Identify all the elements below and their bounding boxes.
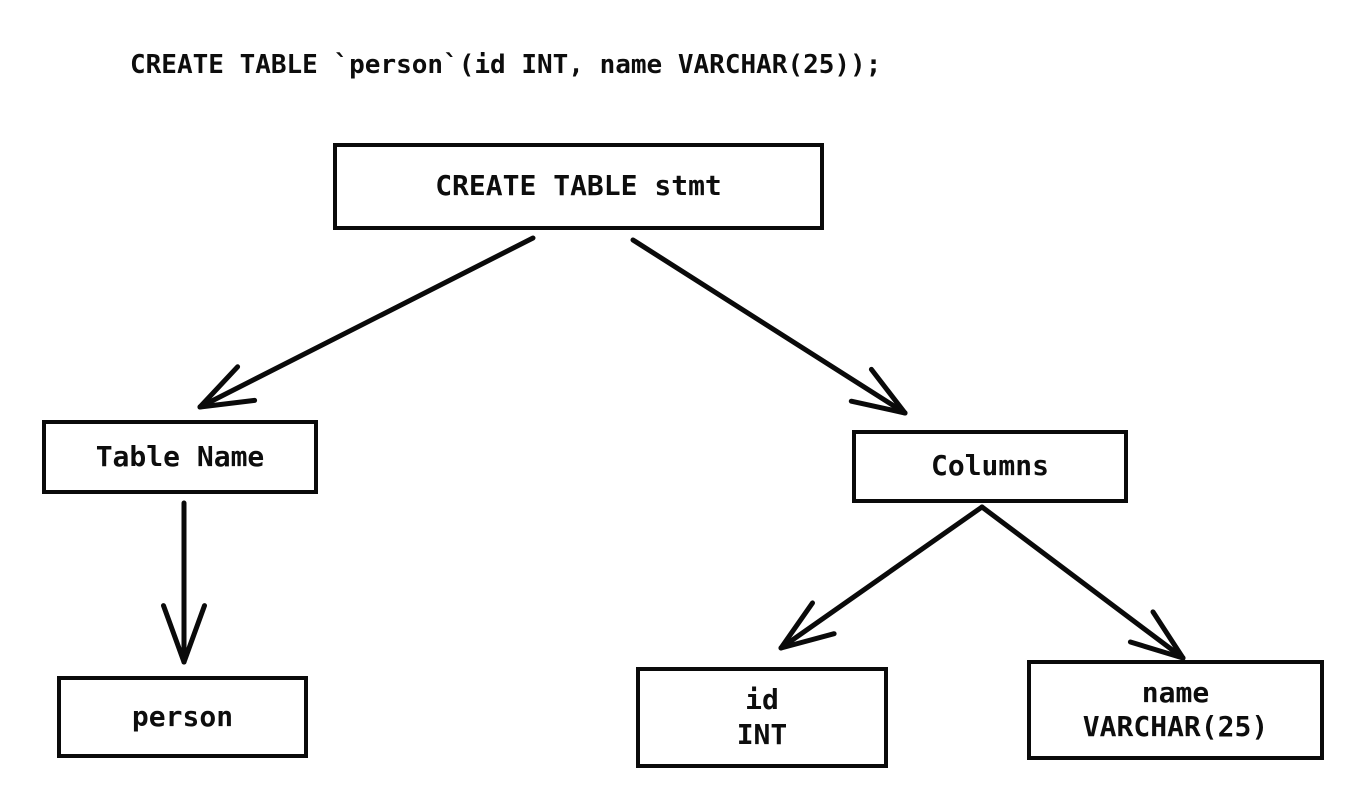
node-column-id-name: id (745, 683, 779, 717)
node-person: person (57, 676, 308, 758)
edge-root-to-table-name (197, 235, 536, 410)
edge-table-name-to-person (161, 500, 207, 665)
node-column-name-type: VARCHAR(25) (1082, 710, 1269, 743)
node-create-table-stmt-label: CREATE TABLE stmt (435, 169, 722, 203)
node-column-id: id INT (636, 667, 888, 768)
node-column-name-name: name (1141, 675, 1210, 709)
node-columns-label: Columns (930, 449, 1049, 483)
node-column-name: name VARCHAR(25) (1027, 660, 1324, 760)
node-column-id-type: INT (736, 717, 788, 751)
sql-statement-text: CREATE TABLE `person`(id INT, name VARCH… (130, 50, 882, 80)
node-create-table-stmt: CREATE TABLE stmt (333, 143, 824, 230)
node-columns: Columns (852, 430, 1128, 503)
edge-columns-to-column-id (778, 504, 985, 651)
node-table-name-label: Table Name (95, 439, 265, 473)
node-person-label: person (131, 699, 234, 733)
edge-columns-to-column-name (979, 504, 1186, 661)
edge-root-to-columns (630, 237, 908, 416)
node-table-name: Table Name (42, 420, 318, 494)
